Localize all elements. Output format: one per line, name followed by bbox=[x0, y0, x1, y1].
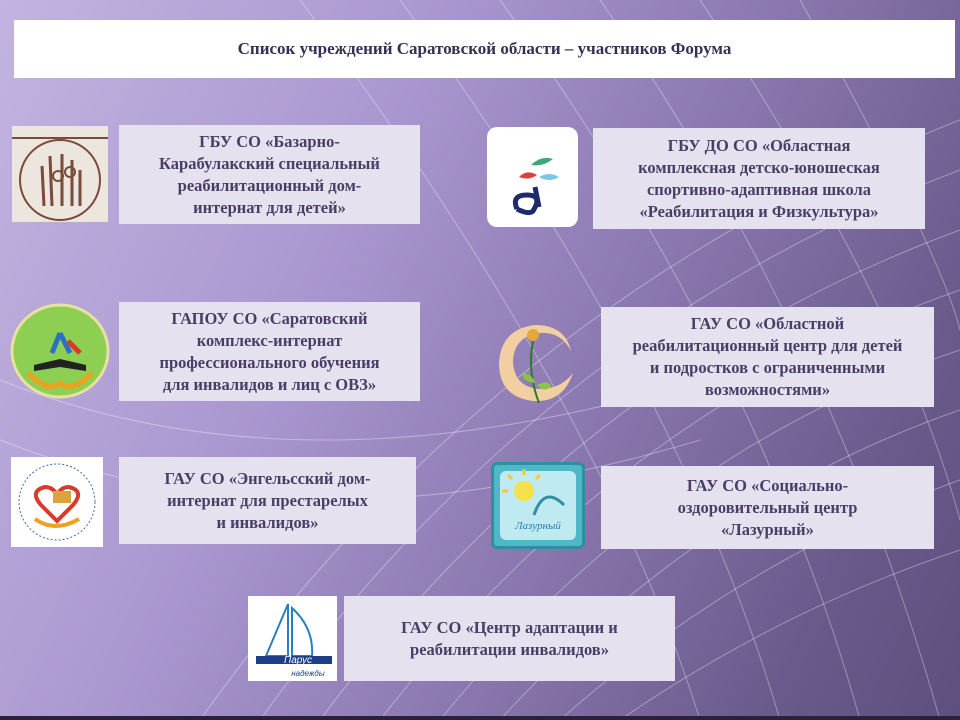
page-title: Список учреждений Саратовской области – … bbox=[14, 20, 955, 78]
sun-lazurny-logo: Лазурный bbox=[491, 462, 585, 549]
sail-logo: Парус надежды bbox=[248, 596, 337, 681]
wheelchair-athlete-logo bbox=[487, 127, 578, 227]
institution-card: ГАУ СО «Областной реабилитационный центр… bbox=[601, 307, 934, 407]
book-people-logo bbox=[10, 303, 110, 399]
bottom-bar bbox=[0, 716, 960, 720]
institution-card: ГАПОУ СО «Саратовский комплекс-интернат … bbox=[119, 302, 420, 401]
institution-card: ГАУ СО «Энгельсский дом- интернат для пр… bbox=[119, 457, 416, 544]
institution-card: ГАУ СО «Социально- оздоровительный центр… bbox=[601, 466, 934, 549]
heart-hands-logo bbox=[11, 457, 103, 547]
hand-children-logo bbox=[12, 126, 108, 222]
institution-card: ГАУ СО «Центр адаптации и реабилитации и… bbox=[344, 596, 675, 681]
flower-logo bbox=[493, 313, 590, 410]
svg-text:надежды: надежды bbox=[291, 669, 325, 678]
svg-text:Лазурный: Лазурный bbox=[514, 520, 561, 532]
institution-card: ГБУ ДО СО «Областная комплексная детско-… bbox=[593, 128, 925, 229]
svg-text:Парус: Парус bbox=[284, 655, 312, 666]
institution-card: ГБУ СО «Базарно- Карабулакский специальн… bbox=[119, 125, 420, 224]
